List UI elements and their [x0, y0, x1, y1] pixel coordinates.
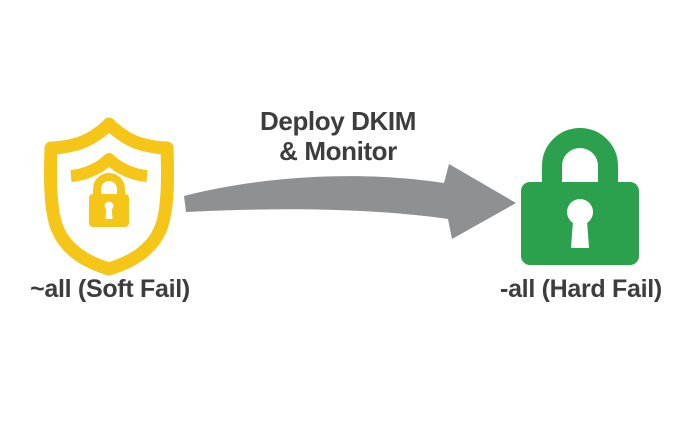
shield-padlock-keyhole-stem-icon — [105, 207, 113, 219]
padlock-keyhole-stem-icon — [571, 214, 589, 248]
shield-chevron-icon — [70, 153, 148, 182]
padlock-shackle-icon — [542, 128, 618, 190]
curved-arrow-shape — [184, 164, 516, 239]
connector-caption-line-2: & Monitor — [279, 136, 397, 166]
shield-lock-icon — [44, 117, 174, 276]
connector-caption: Deploy DKIM & Monitor — [228, 106, 448, 166]
source-node-label: ~all (Soft Fail) — [30, 275, 190, 303]
padlock-closed-icon — [521, 128, 639, 265]
connector-caption-line-1: Deploy DKIM — [260, 106, 416, 136]
target-node-label: -all (Hard Fail) — [500, 275, 662, 303]
shield-padlock-shackle-icon — [93, 173, 125, 196]
curved-arrow-right-icon — [184, 164, 516, 239]
shield-outline-icon — [44, 117, 174, 276]
